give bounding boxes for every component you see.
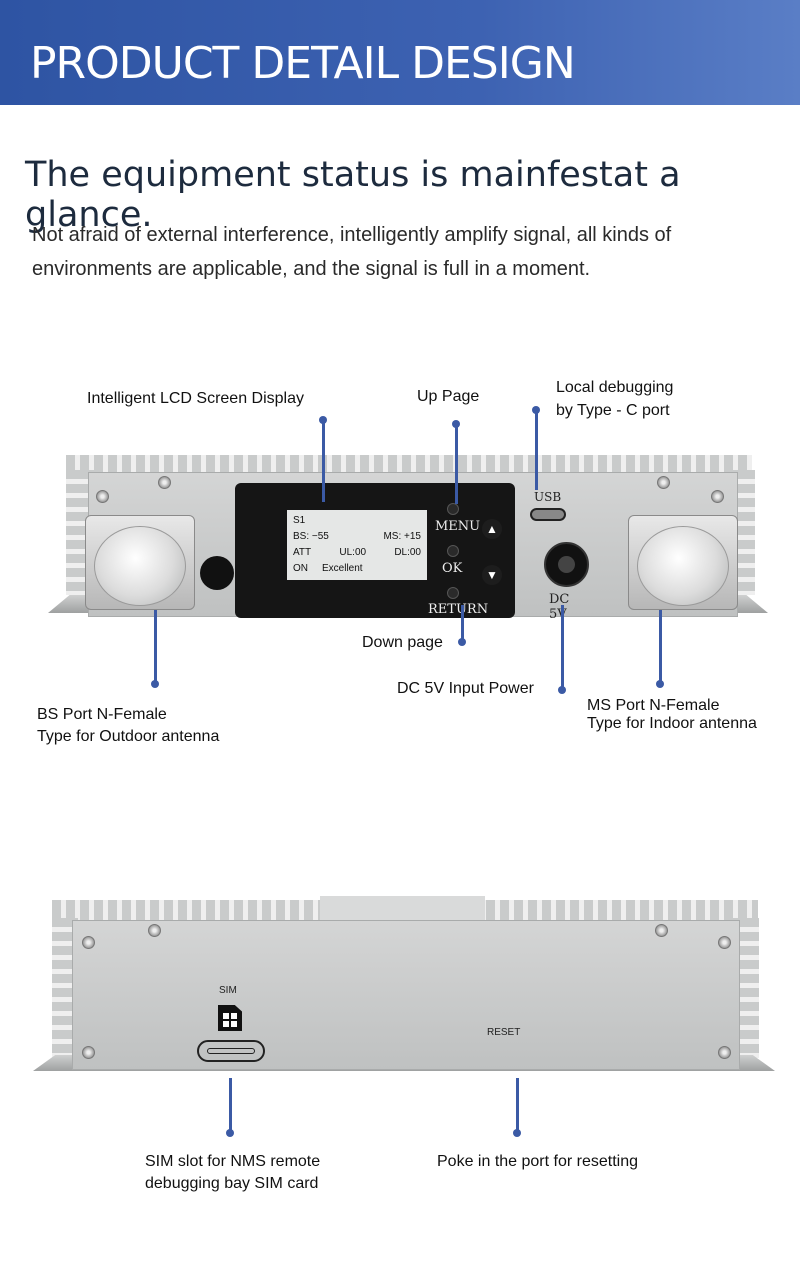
dc-jack: [544, 542, 589, 587]
usb-c-port: [530, 508, 566, 521]
lcd-ms: MS: +15: [383, 531, 421, 542]
label-sim-1: SIM slot for NMS remote: [145, 1153, 321, 1170]
label-reset: Poke in the port for resetting: [437, 1153, 638, 1170]
lcd-status: Excellent: [322, 563, 363, 574]
label-up-page: Up Page: [417, 388, 480, 405]
usb-label: USB: [534, 490, 562, 504]
screw-icon: [158, 476, 171, 489]
label-sim-2: debugging bay SIM card: [145, 1175, 319, 1192]
dc-label: DC 5V: [549, 592, 570, 622]
lcd-bs: BS: −55: [293, 531, 329, 542]
up-arrow-icon[interactable]: ▲: [482, 519, 502, 539]
sim-card-icon: [218, 1005, 242, 1031]
bs-port: [85, 515, 195, 610]
ms-port-cap: [637, 526, 729, 606]
lcd-on: ON: [293, 563, 308, 574]
ok-button[interactable]: [447, 545, 459, 557]
callout-line: [535, 410, 538, 490]
banner-title: PRODUCT DETAIL DESIGN: [30, 38, 576, 89]
ms-port: [628, 515, 738, 610]
callout-dot: [513, 1129, 521, 1137]
control-panel: S1 BS: −55 MS: +15 ATT UL:00 DL:00 ON Excell…: [235, 483, 515, 618]
header-banner: PRODUCT DETAIL DESIGN: [0, 0, 800, 105]
callout-line: [154, 610, 157, 683]
ok-label: OK: [442, 561, 463, 576]
sim-label: SIM: [219, 985, 237, 996]
lcd-screen: S1 BS: −55 MS: +15 ATT UL:00 DL:00 ON Excell…: [287, 510, 427, 580]
lcd-att: ATT: [293, 547, 312, 558]
screw-icon: [655, 924, 668, 937]
screw-icon: [718, 1046, 731, 1059]
label-bs-2: Type for Outdoor antenna: [37, 728, 220, 745]
callout-dot: [656, 680, 664, 688]
callout-dot: [226, 1129, 234, 1137]
back-plate: [72, 920, 740, 1070]
screw-icon: [718, 936, 731, 949]
callout-line: [455, 424, 458, 504]
return-label: RETURN: [428, 602, 489, 617]
reset-label: RESET: [487, 1027, 521, 1038]
label-debug-2: by Type - C port: [556, 402, 670, 419]
menu-button[interactable]: [447, 503, 459, 515]
lcd-ul: UL:00: [339, 547, 367, 558]
label-dc-power: DC 5V Input Power: [397, 680, 534, 697]
screw-icon: [148, 924, 161, 937]
screw-icon: [82, 936, 95, 949]
bs-port-cap: [94, 526, 186, 606]
menu-label: MENU: [435, 519, 481, 534]
callout-line: [516, 1078, 519, 1133]
callout-line: [659, 610, 662, 683]
screw-icon: [657, 476, 670, 489]
screw-icon: [96, 490, 109, 503]
label-down-page: Down page: [362, 634, 443, 651]
callout-line: [322, 420, 325, 502]
lcd-dl: DL:00: [394, 547, 421, 558]
sim-slot[interactable]: [197, 1040, 265, 1062]
return-button[interactable]: [447, 587, 459, 599]
callout-dot: [558, 686, 566, 694]
label-debug-1: Local debugging: [556, 379, 674, 396]
lcd-line1: S1: [293, 515, 306, 526]
screw-icon: [82, 1046, 95, 1059]
label-lcd: Intelligent LCD Screen Display: [87, 390, 304, 407]
callout-line: [561, 605, 564, 690]
callout-dot: [458, 638, 466, 646]
callout-dot: [151, 680, 159, 688]
label-ms-2: Type for Indoor antenna: [587, 715, 757, 732]
callout-line: [461, 605, 464, 642]
down-arrow-icon[interactable]: ▼: [482, 565, 502, 585]
top-fins: [66, 455, 752, 475]
callout-line: [229, 1078, 232, 1133]
black-knob: [200, 556, 234, 590]
label-bs-1: BS Port N-Female: [37, 706, 167, 723]
top-ridge: [320, 896, 485, 922]
label-ms-1: MS Port N-Female: [587, 697, 720, 714]
headline: The equipment status is mainfestat a gla…: [25, 155, 681, 235]
description: Not afraid of external interference, int…: [32, 224, 672, 280]
screw-icon: [711, 490, 724, 503]
